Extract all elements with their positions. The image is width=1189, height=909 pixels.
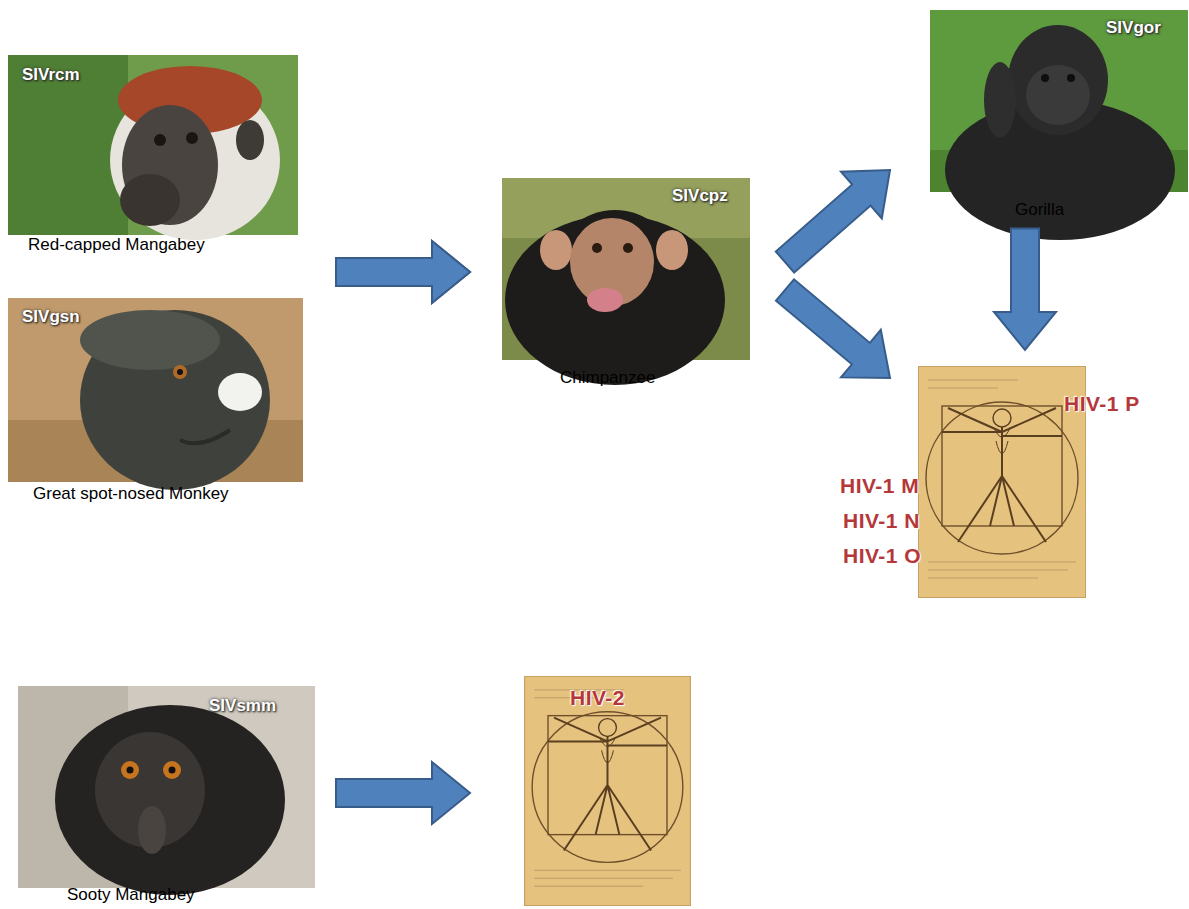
virus-label: SIVrcm [22, 65, 80, 85]
hiv-group-label: HIV-1 N [843, 509, 920, 533]
block-arrow [994, 229, 1056, 351]
gorilla-card: SIVgorGorilla [930, 10, 1188, 221]
sooty-mangabey-card: SIVsmmSooty Mangabey [18, 686, 315, 906]
hiv2-human-card: HIV-2 [524, 676, 691, 906]
virus-label: SIVgsn [22, 307, 80, 327]
sooty-mangabey-photo [18, 686, 315, 895]
virus-label: SIVcpz [672, 186, 728, 206]
species-caption: Chimpanzee [560, 368, 655, 388]
species-caption: Great spot-nosed Monkey [33, 484, 229, 504]
spot-nosed-monkey-card: SIVgsnGreat spot-nosed Monkey [8, 298, 303, 505]
species-caption: Red-capped Mangabey [28, 235, 205, 255]
gorilla-photo [930, 10, 1188, 240]
hiv-group-label: HIV-1 P [1064, 392, 1140, 416]
hiv-type-label: HIV-2 [570, 686, 625, 710]
hiv1-human-card: HIV-1 P HIV-1 M HIV-1 N HIV-1 O [838, 366, 1148, 598]
hiv-group-label: HIV-1 O [843, 544, 921, 568]
vitruvian-figure [524, 676, 691, 906]
virus-label: SIVsmm [209, 696, 276, 716]
block-arrow [336, 241, 470, 303]
vitruvian-figure [918, 366, 1086, 598]
block-arrow [336, 241, 470, 303]
spot-nosed-monkey-photo [8, 298, 303, 490]
block-arrow [336, 762, 470, 824]
species-caption: Sooty Mangabey [67, 885, 195, 905]
virus-label: SIVgor [1106, 18, 1161, 38]
chimpanzee-photo [502, 178, 750, 385]
block-arrow [776, 170, 890, 273]
block-arrow [776, 279, 890, 378]
red-capped-mangabey-photo [8, 55, 298, 240]
chimpanzee-card: SIVcpzChimpanzee [502, 178, 750, 390]
species-caption: Gorilla [1015, 200, 1064, 220]
red-capped-mangabey-card: SIVrcmRed-capped Mangabey [8, 55, 298, 256]
hiv-group-label: HIV-1 M [840, 474, 919, 498]
